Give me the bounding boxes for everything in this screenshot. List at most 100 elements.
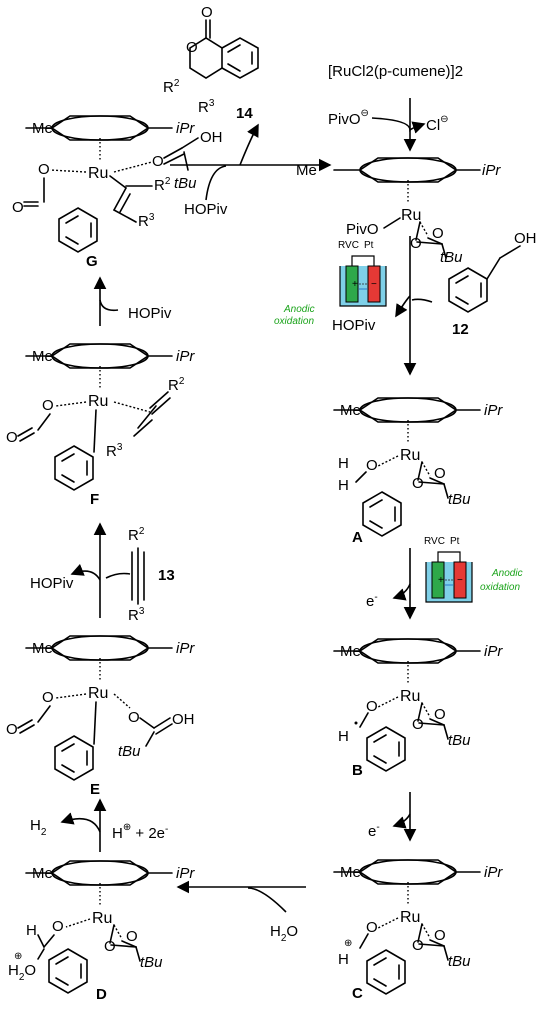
- svg-text:HOPiv: HOPiv: [332, 317, 376, 334]
- svg-text:O: O: [42, 397, 54, 414]
- svg-text:Anodic: Anodic: [283, 304, 315, 315]
- svg-text:Anodic: Anodic: [491, 568, 523, 579]
- svg-text:iPr: iPr: [176, 348, 195, 365]
- hydrogen-gas: H2: [30, 817, 47, 838]
- svg-text:Me: Me: [296, 162, 317, 179]
- svg-text:RVC: RVC: [424, 536, 445, 547]
- svg-text:O: O: [410, 235, 422, 252]
- svg-text:Ru: Ru: [401, 207, 421, 224]
- svg-text:H: H: [338, 951, 349, 968]
- compound-13-label: 13: [158, 567, 175, 584]
- svg-text:tBu: tBu: [118, 743, 141, 760]
- svg-text:iPr: iPr: [484, 864, 503, 881]
- intermediate-F: Me iPr Ru O O R2 R3 F: [6, 343, 195, 508]
- svg-text:⊕: ⊕: [14, 951, 22, 962]
- svg-text:tBu: tBu: [448, 491, 471, 508]
- svg-text:O: O: [434, 706, 446, 723]
- svg-text:O: O: [52, 918, 64, 935]
- ru-carboxylate-catalyst: Me iPr Ru PivO O O tBu: [296, 157, 501, 266]
- svg-text:O: O: [434, 465, 446, 482]
- intermediate-A: Me iPr Ru O H H O O tBu A: [333, 397, 503, 546]
- svg-text:tBu: tBu: [448, 953, 471, 970]
- svg-text:O: O: [412, 716, 424, 733]
- proton-electrons: H⊕ + 2e-: [112, 822, 168, 842]
- svg-text:RVC: RVC: [338, 240, 359, 251]
- electrolysis-cell-1: RVC Pt: [338, 240, 387, 307]
- label-G: G: [86, 253, 98, 270]
- svg-text:Ru: Ru: [400, 688, 420, 705]
- svg-text:O: O: [186, 39, 198, 56]
- svg-text:H: H: [26, 922, 37, 939]
- svg-text:HOPiv: HOPiv: [128, 305, 172, 322]
- label-E: E: [90, 781, 100, 798]
- catalyst-precursor: [RuCl2(p-cumene)]2: [328, 63, 463, 80]
- svg-text:O: O: [412, 937, 424, 954]
- svg-text:iPr: iPr: [482, 162, 501, 179]
- svg-text:O: O: [366, 457, 378, 474]
- svg-text:O: O: [42, 689, 54, 706]
- svg-text:oxidation: oxidation: [480, 582, 520, 593]
- svg-text:Ru: Ru: [88, 393, 108, 410]
- intermediate-B: Me iPr Ru O H O O tBu B: [333, 638, 503, 779]
- compound-12-label: 12: [452, 321, 469, 338]
- svg-text:O: O: [412, 475, 424, 492]
- intermediate-E: Me iPr Ru O O O OH tBu E: [6, 635, 195, 798]
- svg-text:Me: Me: [340, 402, 361, 419]
- svg-text:R2: R2: [168, 376, 185, 394]
- svg-text:R3: R3: [138, 212, 155, 230]
- svg-text:O: O: [12, 199, 24, 216]
- intermediate-G: Me iPr Ru O OH tBu O O R2 R3 G: [12, 115, 223, 270]
- svg-text:H: H: [338, 728, 349, 745]
- svg-text:O: O: [6, 429, 18, 446]
- svg-text:Me: Me: [32, 348, 53, 365]
- electron-1: e-: [366, 592, 378, 610]
- electrolysis-cell-2: RVC Pt: [424, 536, 473, 603]
- label-F: F: [90, 491, 99, 508]
- svg-text:tBu: tBu: [140, 954, 163, 971]
- water: H2O: [270, 923, 298, 944]
- svg-text:R2: R2: [163, 78, 180, 96]
- electron-2: e-: [368, 822, 380, 840]
- svg-text:R2: R2: [154, 176, 171, 194]
- svg-text:Pt: Pt: [450, 536, 460, 547]
- svg-text:Me: Me: [32, 865, 53, 882]
- svg-text:oxidation: oxidation: [274, 316, 314, 327]
- svg-text:OH: OH: [200, 129, 223, 146]
- svg-text:Ru: Ru: [88, 165, 108, 182]
- svg-text:O: O: [434, 927, 446, 944]
- svg-text:⊕: ⊕: [344, 938, 352, 949]
- chloride-anion: Cl⊖: [426, 114, 449, 134]
- benzyl-alcohol-12: OH 12: [448, 230, 537, 338]
- svg-text:H2O: H2O: [8, 962, 36, 983]
- svg-text:iPr: iPr: [176, 865, 195, 882]
- svg-text:iPr: iPr: [176, 120, 195, 137]
- svg-text:H: H: [338, 477, 349, 494]
- svg-text:O: O: [6, 721, 18, 738]
- svg-text:R3: R3: [128, 606, 145, 624]
- svg-text:H: H: [338, 455, 349, 472]
- product-14-isocoumarin: O O R2 R3 14: [163, 4, 259, 122]
- svg-text:R3: R3: [106, 442, 123, 460]
- svg-text:O: O: [126, 928, 138, 945]
- compound-14-label: 14: [236, 105, 253, 122]
- svg-text:Ru: Ru: [88, 685, 108, 702]
- svg-text:HOPiv: HOPiv: [184, 201, 228, 218]
- svg-text:tBu: tBu: [440, 249, 463, 266]
- svg-text:Ru: Ru: [400, 909, 420, 926]
- svg-text:HOPiv: HOPiv: [30, 575, 74, 592]
- label-D: D: [96, 986, 107, 1003]
- svg-text:Ru: Ru: [400, 447, 420, 464]
- svg-text:Me: Me: [340, 643, 361, 660]
- label-C: C: [352, 985, 363, 1002]
- svg-text:tBu: tBu: [448, 732, 471, 749]
- alkyne-13: R2 R3 13: [105, 526, 175, 624]
- label-B: B: [352, 762, 363, 779]
- svg-text:R2: R2: [128, 526, 145, 544]
- svg-text:PivO: PivO: [346, 221, 379, 238]
- svg-text:Me: Me: [32, 640, 53, 657]
- svg-text:Pt: Pt: [364, 240, 374, 251]
- svg-text:R3: R3: [198, 98, 215, 116]
- svg-text:tBu: tBu: [174, 175, 197, 192]
- label-A: A: [352, 529, 363, 546]
